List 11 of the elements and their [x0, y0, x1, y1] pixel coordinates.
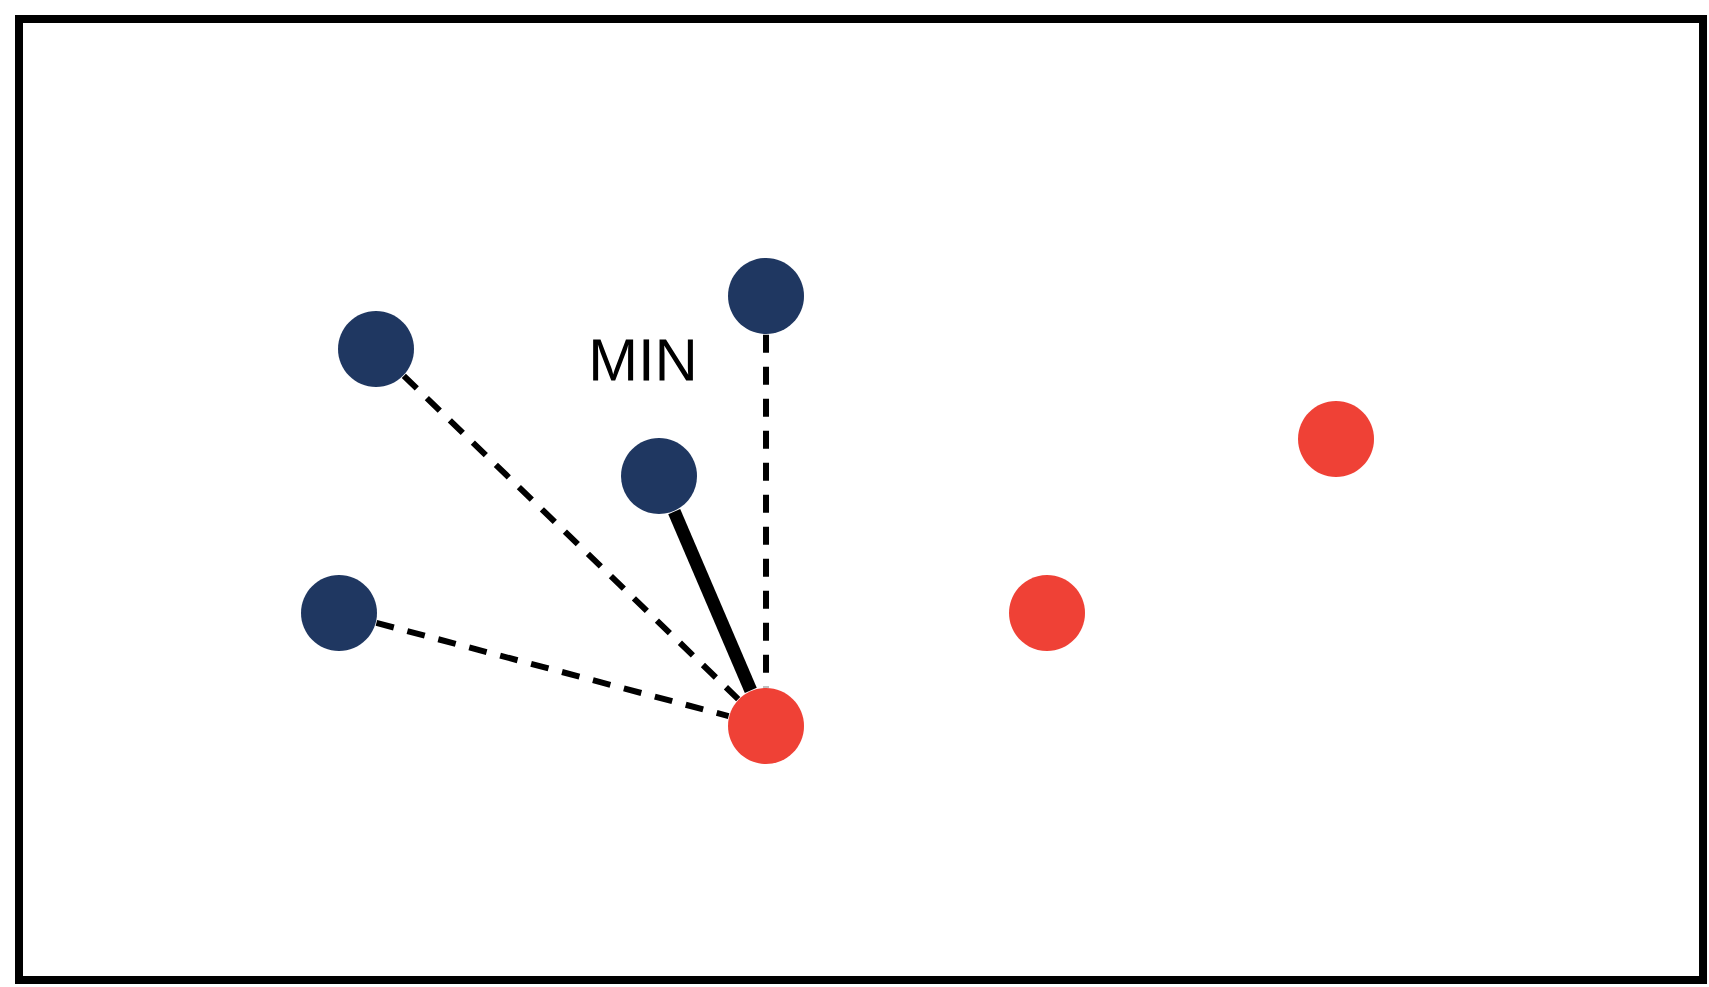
- text-label: MIN: [593, 339, 693, 381]
- dot: [1298, 401, 1374, 477]
- dot: [728, 688, 804, 764]
- line: [668, 509, 757, 693]
- dot: [338, 311, 414, 387]
- dashed-line: [375, 620, 730, 719]
- dot: [301, 575, 377, 651]
- dashed-line: [401, 373, 741, 702]
- dot: [621, 438, 697, 514]
- dot: [728, 258, 804, 334]
- dot: [1009, 575, 1085, 651]
